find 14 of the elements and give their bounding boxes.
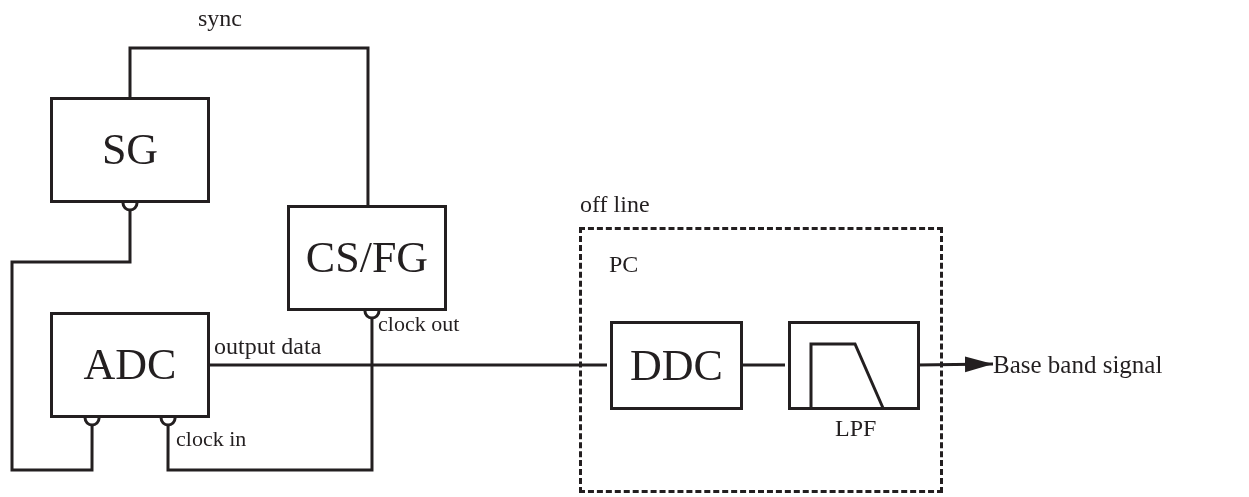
block-box: ADC bbox=[50, 312, 210, 418]
group-label: PC bbox=[609, 252, 639, 276]
port-label: clock out bbox=[378, 313, 460, 335]
group-heading: off line bbox=[580, 192, 650, 216]
output-text: Base band signal bbox=[993, 346, 1243, 382]
edge-label: output data bbox=[214, 334, 322, 358]
block-box: SG bbox=[50, 97, 210, 203]
block-box: DDC bbox=[610, 321, 743, 410]
connector-line bbox=[210, 363, 607, 367]
block-label: LPF bbox=[835, 416, 877, 440]
edge-label: sync bbox=[198, 6, 242, 30]
connector-line bbox=[128, 46, 370, 205]
block-box: CS/FG bbox=[287, 205, 447, 311]
port-label: clock in bbox=[176, 428, 247, 450]
